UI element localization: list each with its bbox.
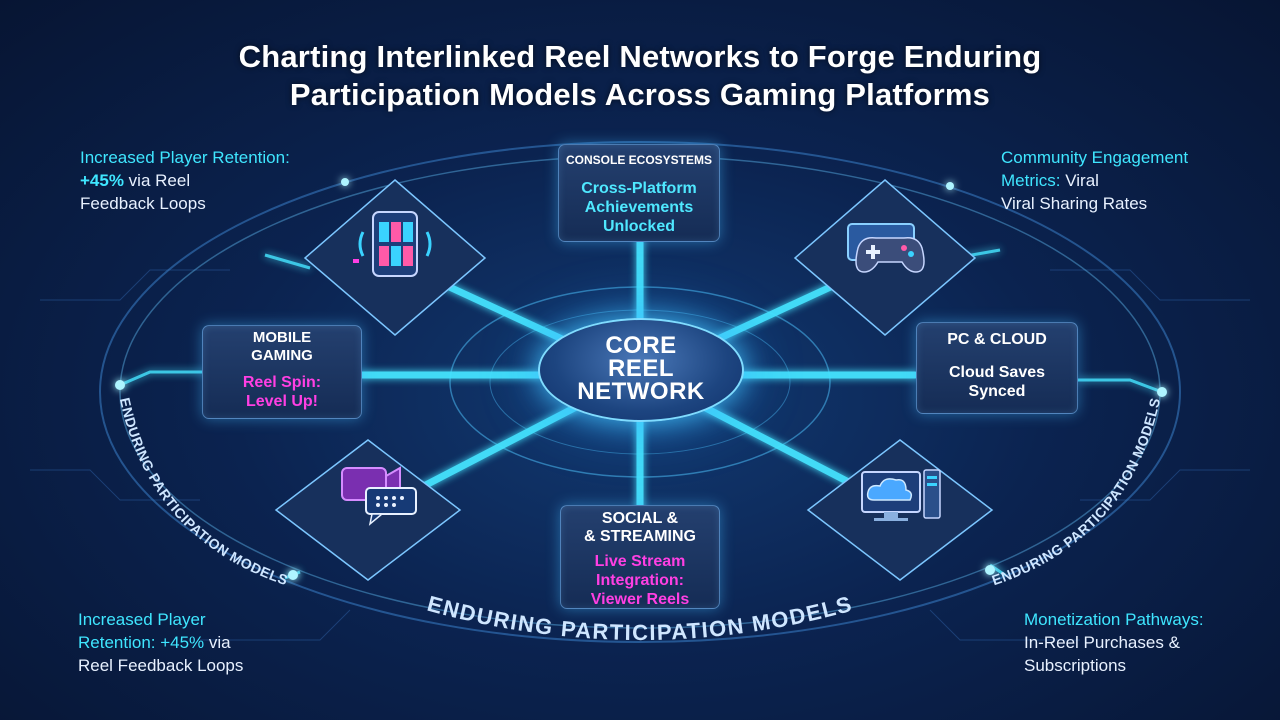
node-mobile-head2: GAMING <box>251 347 313 364</box>
callout-top-left-l1: Increased Player Retention: <box>80 148 290 167</box>
smartphone-icon <box>353 211 432 277</box>
callout-bottom-left-l3: Reel Feedback Loops <box>78 656 244 675</box>
core-label-line3: NETWORK <box>577 378 705 405</box>
spoke-top-right <box>701 274 854 349</box>
node-social-head2: & STREAMING <box>584 528 696 545</box>
callout-bottom-left: Increased Player Retention: +45% via Ree… <box>78 608 243 677</box>
circuit-lines <box>30 269 1250 641</box>
callout-bottom-right-l1: Monetization Pathways: <box>1024 610 1204 629</box>
callout-bottom-left-l2b: via <box>204 633 231 652</box>
core-label-line1: CORE <box>605 332 677 359</box>
callout-top-left-l2a: +45% <box>80 171 124 190</box>
node-pc-head: PC & CLOUD <box>947 331 1047 348</box>
node-pc-cloud: PC & CLOUD Cloud Saves Synced <box>916 322 1078 414</box>
callout-top-right-l2a: Metrics: <box>1001 171 1061 190</box>
gamepad-icon <box>847 223 925 273</box>
callout-top-right-l3: Viral Sharing Rates <box>1001 194 1148 213</box>
callout-bottom-right-l2: In-Reel Purchases & <box>1024 633 1180 652</box>
callout-top-left-l2b: via Reel <box>123 171 191 190</box>
node-console-body1: Cross-Platform <box>581 180 697 197</box>
cloud-computer-icon <box>861 469 941 521</box>
spokes <box>358 236 919 519</box>
node-mobile-body1: Reel Spin: <box>242 374 322 391</box>
spoke-bottom-left <box>416 401 584 492</box>
node-social-streaming: SOCIAL & & STREAMING Live Stream Integra… <box>560 505 720 609</box>
node-console-body3: Unlocked <box>602 218 675 235</box>
ring-text-right: ENDURING PARTICIPATION MODELS <box>990 396 1163 588</box>
callout-top-right: Community Engagement Metrics: Viral Vira… <box>1001 146 1188 215</box>
node-social-head1: SOCIAL & <box>601 510 679 527</box>
callout-bottom-left-l2a: Retention: +45% <box>78 633 205 652</box>
page-title-line2: Participation Models Across Gaming Platf… <box>289 77 991 112</box>
outer-ring <box>99 141 1181 643</box>
glow-dots <box>115 178 1167 580</box>
node-pc-body2: Synced <box>968 383 1026 400</box>
callout-top-right-l1: Community Engagement <box>1001 148 1189 167</box>
node-console-body2: Achievements <box>584 199 694 216</box>
node-pc-body1: Cloud Saves <box>948 364 1046 381</box>
spoke-top-left <box>426 274 579 349</box>
ring-text-left: ENDURING PARTICIPATION MODELS <box>117 396 290 588</box>
callout-top-right-l2b: Viral <box>1060 171 1099 190</box>
callout-top-left: Increased Player Retention: +45% via Ree… <box>80 146 290 215</box>
node-console-head: CONSOLE ECOSYSTEMS <box>565 153 713 167</box>
chat-video-icon <box>341 466 417 526</box>
spoke-bottom-right <box>696 401 864 492</box>
callout-bottom-right-l3: Subscriptions <box>1024 656 1127 675</box>
core-reel-network: CORE REEL NETWORK <box>538 318 744 422</box>
node-mobile-body2: Level Up! <box>245 393 318 410</box>
callout-bottom-left-l1: Increased Player <box>78 610 206 629</box>
callout-top-left-l3: Feedback Loops <box>80 194 206 213</box>
page-title-line1: Charting Interlinked Reel Networks to Fo… <box>238 39 1042 74</box>
node-mobile-gaming: MOBILE GAMING Reel Spin: Level Up! <box>202 325 362 419</box>
node-social-body3: Viewer Reels <box>590 591 690 608</box>
node-social-body2: Integration: <box>596 572 684 589</box>
node-console-ecosystems: CONSOLE ECOSYSTEMS Cross-Platform Achiev… <box>558 144 720 242</box>
node-social-body1: Live Stream <box>594 553 686 570</box>
core-label-line2: REEL <box>607 355 674 382</box>
callout-bottom-right: Monetization Pathways: In-Reel Purchases… <box>1024 608 1204 677</box>
node-mobile-head1: MOBILE <box>252 329 312 346</box>
